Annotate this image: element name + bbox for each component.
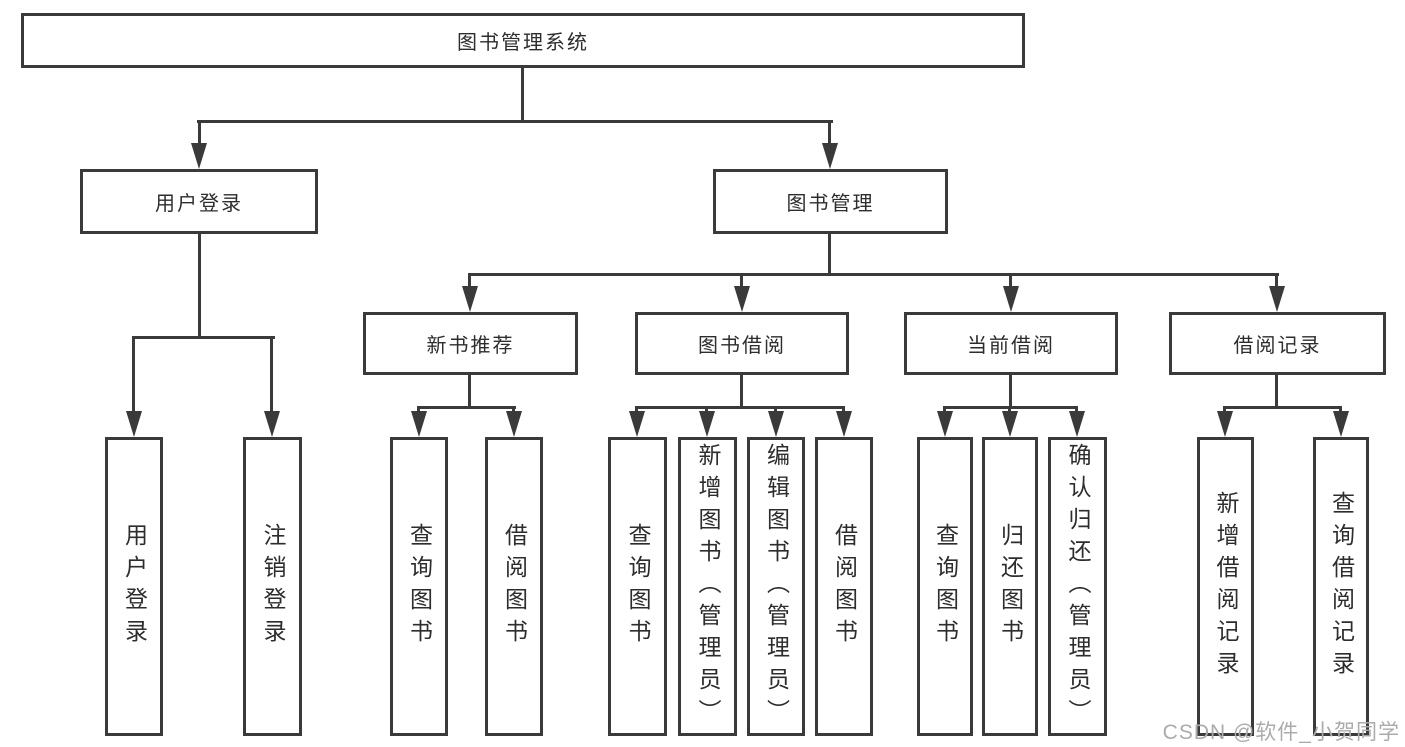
node-root: 图书管理系统 [21, 13, 1025, 68]
leaf-user-login-label: 用户登录 [121, 522, 148, 651]
arrow-head [822, 143, 838, 169]
connector-line [635, 406, 638, 414]
connector-line [132, 336, 135, 413]
leaf-borrow-edit: 编辑图书（管理员） [747, 437, 805, 736]
connector-line [1075, 406, 1078, 414]
arrow-head [506, 411, 522, 437]
connector-line [468, 375, 471, 409]
node-borrow-records-label: 借阅记录 [1233, 335, 1322, 357]
arrow-head [699, 411, 715, 437]
connector-line [198, 120, 201, 145]
connector-line [270, 336, 273, 413]
arrow-head [629, 411, 645, 437]
connector-line [1339, 406, 1342, 414]
leaf-records-query: 查询借阅记录 [1313, 437, 1369, 736]
leaf-records-add-label: 新增借阅记录 [1213, 490, 1239, 683]
connector-line [828, 120, 831, 145]
node-borrow-records: 借阅记录 [1169, 312, 1386, 375]
csdn-watermark: CSDN @软件_小贺同学 [1162, 721, 1400, 744]
leaf-newbooks-query: 查询图书 [390, 437, 448, 736]
arrow-head [1217, 411, 1233, 437]
connector-line [1008, 406, 1011, 414]
connector-line [705, 406, 708, 414]
leaf-current-confirm-label: 确认归还（管理员） [1065, 442, 1091, 731]
arrow-head [1333, 411, 1349, 437]
connector-line [1009, 375, 1012, 409]
leaf-logout-label: 注销登录 [260, 522, 286, 651]
node-root-label: 图书管理系统 [457, 32, 589, 54]
node-new-books-label: 新书推荐 [426, 335, 515, 357]
leaf-borrow-add: 新增图书（管理员） [678, 437, 737, 736]
arrow-head [768, 411, 784, 437]
arrow-head [937, 411, 953, 437]
node-new-books: 新书推荐 [363, 312, 578, 375]
leaf-borrow-book: 借阅图书 [815, 437, 873, 736]
connector-line [1275, 273, 1278, 289]
leaf-logout: 注销登录 [243, 437, 302, 736]
arrow-head [264, 411, 280, 437]
leaf-user-login: 用户登录 [105, 437, 163, 736]
connector-line [1223, 406, 1226, 414]
node-book-borrow-label: 图书借阅 [698, 335, 786, 357]
arrow-head [462, 286, 478, 312]
connector-line [512, 406, 515, 414]
node-user-login-label: 用户登录 [155, 193, 243, 215]
arrow-head [734, 286, 750, 312]
connector-line [469, 273, 1279, 276]
arrow-head [1269, 286, 1285, 312]
connector-line [774, 406, 777, 414]
connector-line [636, 406, 845, 409]
connector-line [468, 273, 471, 289]
arrow-head [126, 411, 142, 437]
leaf-newbooks-query-label: 查询图书 [406, 522, 433, 651]
connector-line [418, 406, 516, 409]
connector-line [1224, 406, 1342, 409]
connector-line [944, 406, 1078, 409]
connector-line [1009, 273, 1012, 289]
node-current-borrow: 当前借阅 [904, 312, 1118, 375]
leaf-borrow-edit-label: 编辑图书（管理员） [763, 442, 790, 731]
node-current-borrow-label: 当前借阅 [967, 335, 1055, 357]
leaf-current-confirm: 确认归还（管理员） [1048, 437, 1107, 736]
node-user-login: 用户登录 [80, 169, 318, 234]
connector-line [1275, 375, 1278, 409]
leaf-borrow-query-label: 查询图书 [625, 522, 651, 651]
leaf-records-query-label: 查询借阅记录 [1328, 490, 1355, 683]
leaf-borrow-query: 查询图书 [608, 437, 667, 736]
arrow-head [1069, 411, 1085, 437]
arrow-head [1003, 286, 1019, 312]
arrow-head [411, 411, 427, 437]
connector-line [417, 406, 420, 414]
arrow-head [1002, 411, 1018, 437]
node-book-mgmt-label: 图书管理 [786, 193, 875, 215]
leaf-records-add: 新增借阅记录 [1197, 437, 1254, 736]
node-book-mgmt: 图书管理 [713, 169, 948, 234]
leaf-current-query-label: 查询图书 [932, 522, 959, 651]
connector-line [943, 406, 946, 414]
connector-line [521, 66, 524, 123]
leaf-newbooks-borrow: 借阅图书 [485, 437, 543, 736]
leaf-current-query: 查询图书 [917, 437, 973, 736]
leaf-current-return: 归还图书 [982, 437, 1038, 736]
leaf-newbooks-borrow-label: 借阅图书 [501, 522, 528, 651]
connector-line [842, 406, 845, 414]
arrow-head [191, 143, 207, 169]
connector-line [133, 336, 275, 339]
connector-line [740, 273, 743, 289]
leaf-borrow-book-label: 借阅图书 [831, 522, 858, 651]
node-book-borrow: 图书借阅 [635, 312, 849, 375]
connector-line [197, 120, 833, 123]
leaf-current-return-label: 归还图书 [997, 522, 1024, 651]
connector-line [198, 234, 201, 339]
connector-line [828, 234, 831, 276]
leaf-borrow-add-label: 新增图书（管理员） [695, 442, 721, 731]
connector-line [740, 375, 743, 409]
arrow-head [836, 411, 852, 437]
